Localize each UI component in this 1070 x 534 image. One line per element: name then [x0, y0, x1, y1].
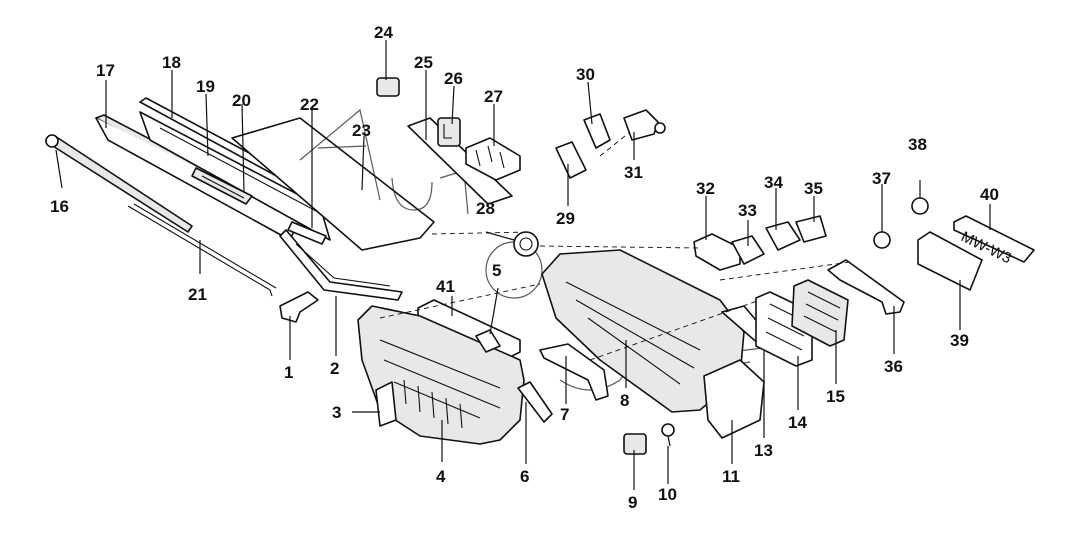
part-27-connector: [465, 137, 521, 181]
part-19-defroster-panel: [139, 111, 331, 241]
part-29-bracket: [555, 141, 587, 179]
part-10-fastener: [661, 423, 675, 447]
label-17: 17: [96, 61, 115, 80]
label-13: 13: [754, 441, 773, 460]
label-35: 35: [804, 179, 823, 198]
label-10: 10: [658, 485, 677, 504]
part-9-clip: [623, 433, 647, 455]
label-25: 25: [414, 53, 433, 72]
part-15-filter: [791, 279, 849, 347]
label-36: 36: [884, 357, 903, 376]
label-24: 24: [374, 23, 393, 42]
label-30: 30: [576, 65, 595, 84]
label-41: 41: [436, 277, 455, 296]
part-39-plate: [917, 231, 983, 291]
part-16-wiper-strip: [45, 134, 193, 233]
part-5-duct: [475, 329, 501, 353]
part-33-switch: [731, 235, 765, 265]
label-20: 20: [232, 91, 251, 110]
part-31-actuator: [623, 109, 666, 141]
part-25-plate: [407, 117, 513, 205]
label-26: 26: [444, 69, 463, 88]
label-6: 6: [520, 467, 529, 486]
callout-labels: 17 18 19 20 22 23 24 25 26 27 30 31 29 2…: [50, 23, 999, 512]
label-37: 37: [872, 169, 891, 188]
label-19: 19: [196, 77, 215, 96]
part-22-clip: [287, 221, 327, 245]
label-18: 18: [162, 53, 181, 72]
part-35-knob: [795, 215, 827, 243]
part-20-defroster-grille: [191, 167, 253, 205]
part-30-clip: [583, 113, 611, 149]
part-26-clip: [437, 117, 461, 147]
assembly-lines: [379, 131, 851, 361]
part-1-bracket: [279, 291, 319, 323]
leader-lines: [55, 40, 991, 490]
label-22: 22: [300, 95, 319, 114]
label-29: 29: [556, 209, 575, 228]
label-2: 2: [330, 359, 339, 378]
part-24-label: [376, 77, 400, 97]
label-5: 5: [492, 261, 501, 280]
label-16: 16: [50, 197, 69, 216]
label-33: 33: [738, 201, 757, 220]
part-40-nameplate: MW-W3: [953, 215, 1035, 267]
part-7-bracket: [539, 343, 609, 401]
label-8: 8: [620, 391, 629, 410]
part-23-dash-top-sheet: [231, 117, 435, 251]
label-11: 11: [722, 467, 740, 486]
part-2-seal-frame: [279, 229, 403, 301]
label-1: 1: [284, 363, 293, 382]
label-40: 40: [980, 185, 999, 204]
label-15: 15: [826, 387, 845, 406]
part-6-side-strip: [517, 381, 553, 423]
label-38: 38: [908, 135, 927, 154]
part-11-air-box: [703, 359, 765, 439]
part-32-motor: [693, 233, 741, 271]
label-34: 34: [764, 173, 783, 192]
part-34-knob: [765, 221, 801, 251]
label-32: 32: [696, 179, 715, 198]
label-21: 21: [188, 285, 207, 304]
label-14: 14: [788, 413, 807, 432]
label-39: 39: [950, 331, 969, 350]
label-7: 7: [560, 405, 569, 424]
label-3: 3: [332, 403, 341, 422]
part-36-bracket: [827, 259, 905, 315]
part-28-duct-ring: [513, 231, 539, 257]
label-28: 28: [476, 199, 495, 218]
label-27: 27: [484, 87, 503, 106]
label-23: 23: [352, 121, 371, 140]
label-4: 4: [436, 467, 446, 486]
part-38-bolt: [911, 180, 929, 215]
label-9: 9: [628, 493, 637, 512]
label-31: 31: [624, 163, 643, 182]
part-21-rod: [127, 203, 277, 297]
part-37-nut: [873, 231, 891, 249]
part-3-bracket: [375, 381, 397, 427]
